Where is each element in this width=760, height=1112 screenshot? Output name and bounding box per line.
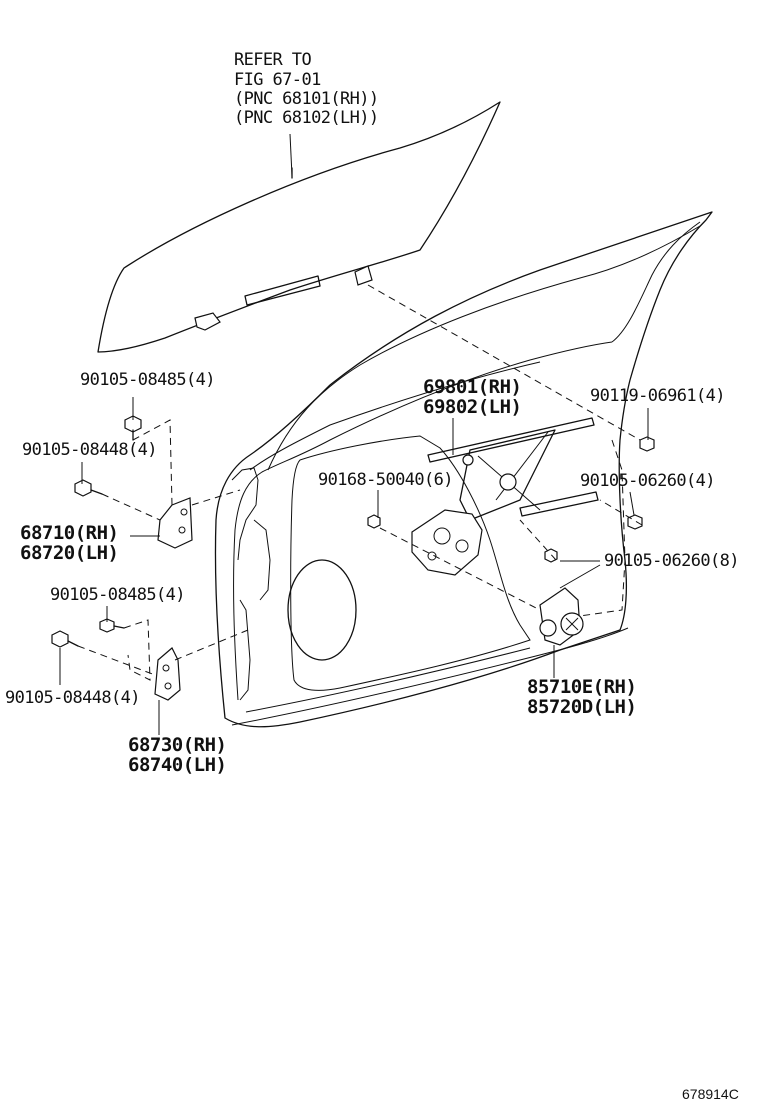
callout-90105-08485-upper[interactable]: 90105-08485(4)	[80, 370, 215, 390]
callout-90105-06260-8[interactable]: 90105-06260(8)	[604, 551, 739, 571]
refer-note-line-4: (PNC 68102(LH))	[234, 108, 379, 128]
bolts	[51, 415, 655, 648]
callout-68730-rh[interactable]: 68730(RH)	[128, 734, 227, 756]
door-glass	[97, 101, 501, 353]
callout-68720-lh[interactable]: 68720(LH)	[20, 542, 119, 564]
refer-note-line-2: FIG 67-01	[234, 70, 321, 90]
window-regulator	[427, 417, 599, 521]
leader-lines	[59, 397, 649, 735]
regulator-base-plate	[411, 509, 483, 576]
callout-90105-08448-upper[interactable]: 90105-08448(4)	[22, 440, 157, 460]
diagram-number: 678914C	[682, 1086, 739, 1102]
callout-85720d-lh[interactable]: 85720D(LH)	[527, 696, 637, 718]
refer-note-line-1: REFER TO	[234, 50, 312, 70]
callout-68740-lh[interactable]: 68740(LH)	[128, 754, 227, 776]
callout-90105-08448-lower[interactable]: 90105-08448(4)	[5, 688, 140, 708]
callout-90105-06260-4[interactable]: 90105-06260(4)	[580, 471, 715, 491]
door-frame	[214, 211, 713, 728]
callout-69802-lh[interactable]: 69802(LH)	[423, 396, 522, 418]
lower-hinge	[154, 647, 181, 701]
callout-69801-rh[interactable]: 69801(RH)	[423, 376, 522, 398]
upper-hinge	[157, 497, 193, 549]
callout-85710e-rh[interactable]: 85710E(RH)	[527, 676, 637, 698]
assembly-lines	[77, 284, 643, 681]
power-window-motor	[539, 587, 584, 646]
callout-90105-08485-lower[interactable]: 90105-08485(4)	[50, 585, 185, 605]
callout-90168-50040[interactable]: 90168-50040(6)	[318, 470, 453, 490]
callout-90119-06961[interactable]: 90119-06961(4)	[590, 386, 725, 406]
callout-68710-rh[interactable]: 68710(RH)	[20, 522, 119, 544]
refer-note-line-3: (PNC 68101(RH))	[234, 89, 379, 109]
